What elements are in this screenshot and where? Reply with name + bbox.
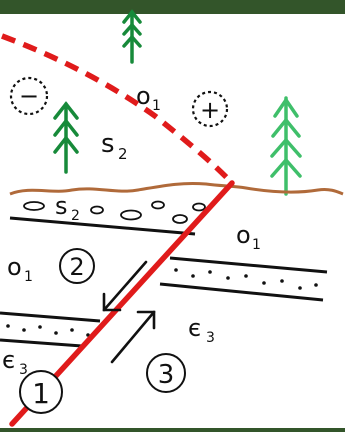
number-3-circle: 3 xyxy=(146,353,186,393)
number-2-circle: 2 xyxy=(59,248,95,284)
label-top-o: o xyxy=(136,82,151,110)
number-1: 1 xyxy=(32,377,50,410)
label-o1-right: o xyxy=(236,221,251,249)
fault-dashed-eroded xyxy=(1,33,234,185)
label-cambrian-right-sub: 3 xyxy=(206,330,215,346)
label-cambrian-left: є xyxy=(2,346,15,374)
tree-icon-right xyxy=(270,96,302,196)
number-2: 2 xyxy=(69,253,84,281)
label-s2-lower: s xyxy=(55,192,68,220)
plus-sign: + xyxy=(200,96,220,124)
sandstone-bed-left xyxy=(0,311,101,348)
label-s2-upper: s xyxy=(101,129,115,159)
label-cambrian-left-sub: 3 xyxy=(19,362,28,378)
label-top-o-sub: 1 xyxy=(152,98,161,114)
s2-base-line xyxy=(9,216,196,236)
label-s2-upper-sub: 2 xyxy=(118,145,128,163)
arrow-down-left xyxy=(102,260,148,312)
conglomerate-pebbles xyxy=(23,200,206,224)
arrow-up-right xyxy=(110,310,156,364)
minus-circle: − xyxy=(9,76,49,116)
ground-surface xyxy=(9,181,344,196)
label-o1-left-sub: 1 xyxy=(24,269,33,285)
tree-icon-top xyxy=(122,9,142,64)
number-3: 3 xyxy=(158,360,175,390)
minus-sign: − xyxy=(19,82,39,110)
label-o1-right-sub: 1 xyxy=(252,237,261,253)
bottom-bar xyxy=(0,428,345,432)
label-cambrian-right: є xyxy=(188,314,201,342)
label-s2-lower-sub: 2 xyxy=(71,208,80,224)
number-1-circle: 1 xyxy=(19,370,63,414)
tree-icon-left xyxy=(53,101,79,174)
plus-circle: + xyxy=(191,90,229,128)
label-o1-left: o xyxy=(7,253,22,281)
top-bar xyxy=(0,0,345,14)
sandstone-bed-right xyxy=(159,256,328,302)
